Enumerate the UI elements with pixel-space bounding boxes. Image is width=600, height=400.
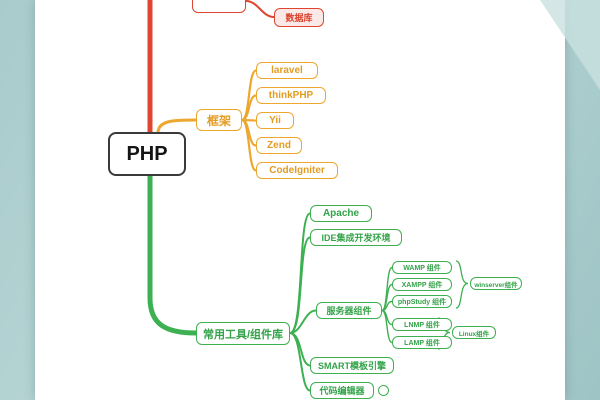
node-database-label: 数据库: [285, 13, 313, 23]
node-wamp[interactable]: WAMP 组件: [392, 261, 452, 274]
node-yii-label: Yii: [269, 115, 281, 126]
node-wamp-label: WAMP 组件: [403, 264, 441, 272]
node-framework[interactable]: 框架: [196, 109, 242, 131]
node-smart-template[interactable]: SMART模板引擎: [310, 357, 394, 374]
root-label: PHP: [126, 142, 168, 165]
node-linux-group[interactable]: Linux组件: [452, 326, 496, 339]
node-linux-group-label: Linux组件: [458, 330, 490, 338]
node-zend[interactable]: Zend: [256, 137, 302, 154]
node-thinkphp-label: thinkPHP: [268, 90, 314, 101]
green-sub-connector: [381, 266, 393, 312]
node-phpstudy-label: phpStudy 组件: [397, 298, 447, 306]
node-lamp-label: LAMP 组件: [404, 339, 440, 347]
node-apache[interactable]: Apache: [310, 205, 372, 222]
green-connector: [289, 332, 311, 392]
node-common-tools-label: 常用工具/组件库: [202, 328, 284, 341]
node-ide[interactable]: IDE集成开发环境: [310, 229, 402, 246]
green-connector: [289, 309, 317, 334]
node-lamp[interactable]: LAMP 组件: [392, 336, 452, 349]
node-codeigniter-label: CodeIgniter: [269, 165, 325, 176]
node-smart-template-label: SMART模板引擎: [318, 361, 386, 371]
node-xampp[interactable]: XAMPP 组件: [392, 278, 452, 291]
node-code-editor-label: 代码编辑器: [319, 386, 365, 396]
node-server-components-label: 服务器组件: [326, 306, 372, 316]
node-thinkphp[interactable]: thinkPHP: [256, 87, 326, 104]
node-lnmp-label: LNMP 组件: [404, 321, 440, 329]
node-apache-label: Apache: [322, 208, 360, 219]
green-connector: [289, 236, 311, 334]
yellow-branch-line: [156, 118, 198, 135]
node-winserver-group[interactable]: winserver组件: [470, 277, 522, 290]
root-node-php[interactable]: PHP: [108, 132, 186, 176]
red-child-connector: [245, 0, 275, 18]
node-lnmp[interactable]: LNMP 组件: [392, 318, 452, 331]
node-database[interactable]: 数据库: [274, 8, 324, 27]
node-phpstudy[interactable]: phpStudy 组件: [392, 295, 452, 308]
truncated-node-top[interactable]: [192, 0, 246, 13]
node-common-tools[interactable]: 常用工具/组件库: [196, 322, 290, 345]
yellow-connector: [241, 118, 257, 172]
node-zend-label: Zend: [267, 140, 291, 151]
group-brace-windows: [455, 260, 469, 309]
node-winserver-group-label: winserver组件: [474, 281, 518, 289]
node-server-components[interactable]: 服务器组件: [316, 302, 382, 319]
node-xampp-label: XAMPP 组件: [401, 281, 443, 289]
node-laravel-label: laravel: [271, 65, 303, 76]
node-ide-label: IDE集成开发环境: [321, 233, 391, 243]
green-sub-connector: [381, 309, 393, 344]
node-laravel[interactable]: laravel: [256, 62, 318, 79]
node-code-editor[interactable]: 代码编辑器: [310, 382, 374, 399]
expand-badge[interactable]: [378, 385, 389, 396]
node-yii[interactable]: Yii: [256, 112, 294, 129]
node-framework-label: 框架: [206, 113, 231, 128]
green-branch-line: [147, 173, 199, 336]
node-codeigniter[interactable]: CodeIgniter: [256, 162, 338, 179]
